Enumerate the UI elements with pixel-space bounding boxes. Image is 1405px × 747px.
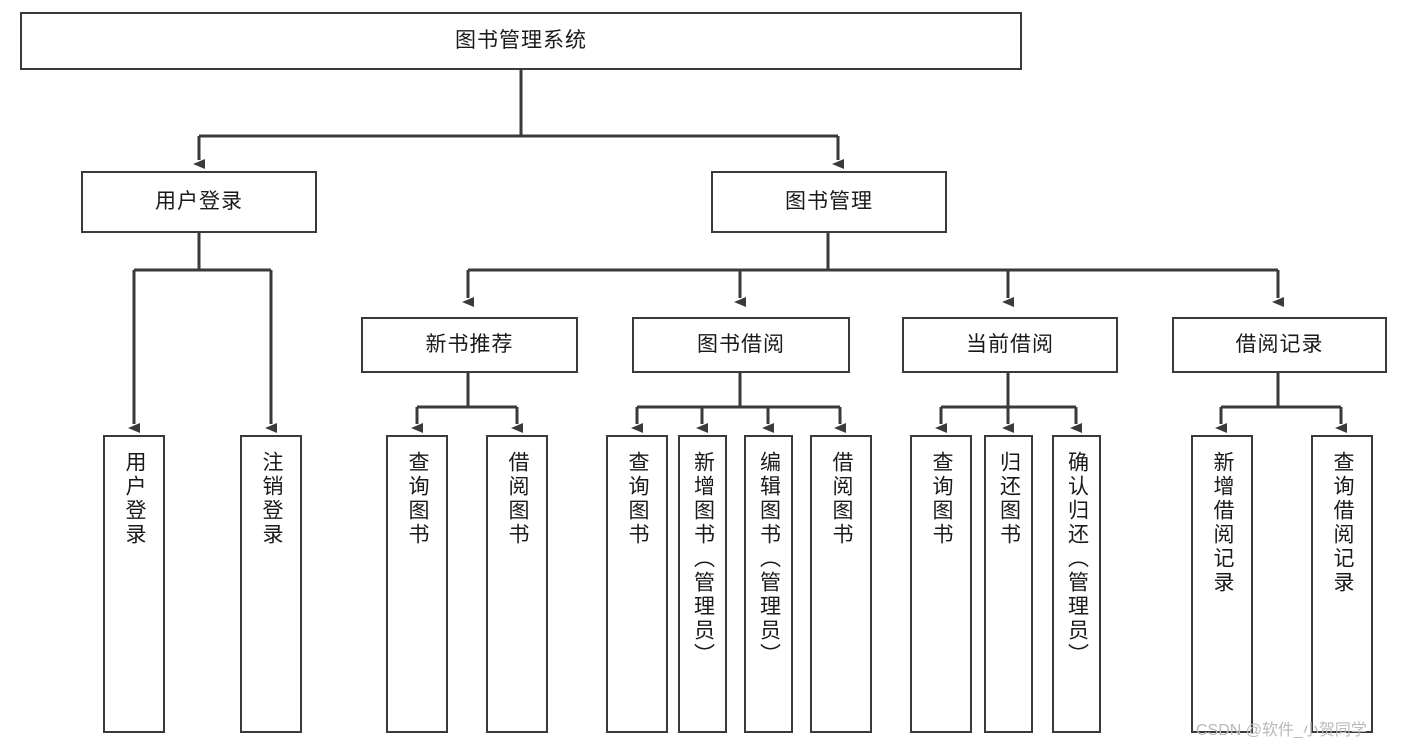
node-new-book-recommend[interactable]: 新书推荐	[361, 317, 578, 373]
node-leaf-query-book-1[interactable]: 查询图书	[386, 435, 448, 733]
node-leaf-borrow-book-1-label: 借阅图书	[506, 451, 530, 547]
node-leaf-add-record[interactable]: 新增借阅记录	[1191, 435, 1253, 733]
node-leaf-query-book-3-label: 查询图书	[930, 451, 954, 547]
node-book-management-label: 图书管理	[785, 189, 873, 213]
node-book-management[interactable]: 图书管理	[711, 171, 947, 233]
node-leaf-return-book-label: 归还图书	[997, 451, 1021, 547]
node-leaf-confirm-return[interactable]: 确认归还（管理员）	[1052, 435, 1101, 733]
node-leaf-query-book-3[interactable]: 查询图书	[910, 435, 972, 733]
node-leaf-query-book-1-label: 查询图书	[406, 451, 430, 547]
node-new-book-recommend-label: 新书推荐	[425, 332, 514, 356]
node-leaf-add-book-label: 新增图书（管理员）	[691, 451, 715, 667]
node-leaf-borrow-book-1[interactable]: 借阅图书	[486, 435, 548, 733]
node-leaf-user-logout-label: 注销登录	[260, 451, 284, 547]
node-leaf-user-logout[interactable]: 注销登录	[240, 435, 302, 733]
node-current-borrow[interactable]: 当前借阅	[902, 317, 1118, 373]
node-leaf-edit-book-label: 编辑图书（管理员）	[757, 451, 781, 667]
node-leaf-query-record-label: 查询借阅记录	[1331, 451, 1355, 595]
node-leaf-confirm-return-label: 确认归还（管理员）	[1065, 451, 1089, 667]
node-leaf-add-record-label: 新增借阅记录	[1211, 451, 1235, 595]
node-book-borrow[interactable]: 图书借阅	[632, 317, 850, 373]
node-leaf-user-login[interactable]: 用户登录	[103, 435, 165, 733]
node-leaf-return-book[interactable]: 归还图书	[984, 435, 1033, 733]
node-current-borrow-label: 当前借阅	[966, 332, 1054, 356]
node-root[interactable]: 图书管理系统	[20, 12, 1022, 70]
node-leaf-borrow-book-2[interactable]: 借阅图书	[810, 435, 872, 733]
node-leaf-query-book-2[interactable]: 查询图书	[606, 435, 668, 733]
node-user-login[interactable]: 用户登录	[81, 171, 317, 233]
node-leaf-user-login-label: 用户登录	[123, 451, 147, 547]
node-leaf-borrow-book-2-label: 借阅图书	[830, 451, 854, 547]
node-leaf-add-book[interactable]: 新增图书（管理员）	[678, 435, 727, 733]
node-leaf-query-book-2-label: 查询图书	[626, 451, 650, 547]
node-book-borrow-label: 图书借阅	[697, 332, 785, 356]
node-leaf-edit-book[interactable]: 编辑图书（管理员）	[744, 435, 793, 733]
node-borrow-records[interactable]: 借阅记录	[1172, 317, 1387, 373]
csdn-watermark: CSDN @软件_小贺同学	[1196, 722, 1367, 739]
node-leaf-query-record[interactable]: 查询借阅记录	[1311, 435, 1373, 733]
node-user-login-label: 用户登录	[155, 189, 243, 213]
node-root-label: 图书管理系统	[455, 28, 587, 52]
node-borrow-records-label: 借阅记录	[1235, 332, 1324, 356]
